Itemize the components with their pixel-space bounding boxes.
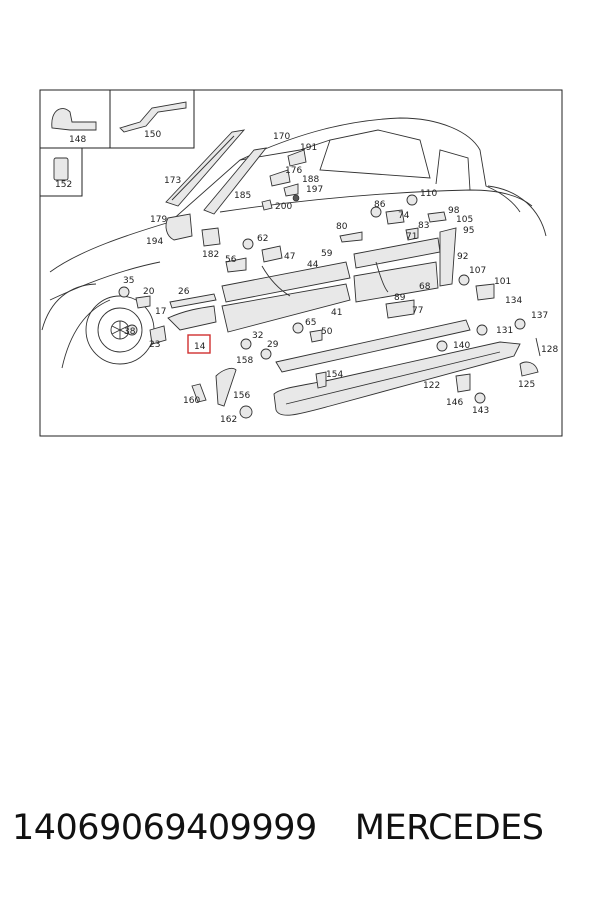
- part-label: 29: [267, 340, 279, 350]
- part-label: 65: [305, 318, 316, 328]
- part-label: 143: [472, 406, 489, 416]
- brand-name: MERCEDES: [354, 808, 544, 848]
- part-label: 156: [233, 391, 250, 401]
- part-label: 38: [124, 327, 136, 337]
- part-label: 134: [505, 296, 522, 306]
- parts-diagram: 148 150 152 170 173 191 176 188 197 185 …: [39, 89, 563, 437]
- part-label: 150: [144, 130, 161, 140]
- part-label: 173: [164, 176, 181, 186]
- part-label: 146: [446, 398, 463, 408]
- part-label: 101: [494, 277, 511, 287]
- part-label: 194: [146, 237, 163, 247]
- part-label: 160: [183, 396, 200, 406]
- part-label: 20: [143, 287, 155, 297]
- part-label: 179: [150, 215, 167, 225]
- part-label: 98: [448, 206, 460, 216]
- part-label: 131: [496, 326, 513, 336]
- diagram-frame: [39, 89, 563, 437]
- part-label: 110: [420, 189, 437, 199]
- part-label: 83: [418, 221, 429, 231]
- part-label: 140: [453, 341, 470, 351]
- part-label: 107: [469, 266, 486, 276]
- part-label: 191: [300, 143, 317, 153]
- part-label: 188: [302, 175, 319, 185]
- part-label: 74: [398, 211, 410, 221]
- part-label: 185: [234, 191, 251, 201]
- clips-left: [118, 286, 415, 360]
- part-label: 89: [394, 293, 406, 303]
- part-label: 35: [123, 276, 134, 286]
- part-label: 148: [69, 135, 86, 145]
- pillar-trim: [165, 129, 268, 215]
- part-label: 26: [178, 287, 190, 297]
- part-label: 17: [155, 307, 166, 317]
- part-label: 80: [336, 222, 348, 232]
- part-label: 77: [412, 306, 423, 316]
- part-label: 68: [419, 282, 431, 292]
- part-label: 152: [55, 180, 72, 190]
- footer-caption: 14069069409999 MERCEDES: [12, 808, 592, 848]
- part-label: 158: [236, 356, 253, 366]
- part-label: 62: [257, 234, 268, 244]
- rocker-panel: [273, 319, 521, 416]
- part-label: 176: [285, 166, 302, 176]
- part-label: 128: [541, 345, 558, 355]
- clips-upper: [165, 149, 307, 273]
- part-label: 50: [321, 327, 333, 337]
- car-outline: [41, 117, 547, 369]
- part-label: 59: [321, 249, 333, 259]
- part-label: 32: [252, 331, 263, 341]
- part-label: 47: [284, 252, 295, 262]
- part-label: 41: [331, 308, 342, 318]
- part-label: 200: [275, 202, 292, 212]
- part-label: 71: [406, 232, 417, 242]
- clips-lower-left: [191, 367, 253, 419]
- part-labels: 148 150 152 170 173 191 176 188 197 185 …: [55, 130, 558, 425]
- door-moldings: [167, 227, 457, 333]
- part-label: 170: [273, 132, 290, 142]
- part-label: 137: [531, 311, 548, 321]
- part-label: 125: [518, 380, 535, 390]
- clips-lower-right: [436, 318, 541, 404]
- part-label: 95: [463, 226, 474, 236]
- inset-boxes: [39, 89, 195, 197]
- part-label: 23: [149, 340, 160, 350]
- part-label: 122: [423, 381, 440, 391]
- clips-right: [339, 194, 495, 301]
- part-label: 44: [307, 260, 319, 270]
- part-label: 162: [220, 415, 237, 425]
- part-label: 92: [457, 252, 468, 262]
- part-label: 197: [306, 185, 323, 195]
- part-label: 86: [374, 200, 386, 210]
- part-label: 105: [456, 215, 473, 225]
- highlighted-part-label: 14: [194, 342, 206, 352]
- part-label: 154: [326, 370, 343, 380]
- part-label: 56: [225, 255, 237, 265]
- part-label: 182: [202, 250, 219, 260]
- part-number: 14069069409999: [12, 808, 317, 848]
- highlight-box: [187, 334, 211, 354]
